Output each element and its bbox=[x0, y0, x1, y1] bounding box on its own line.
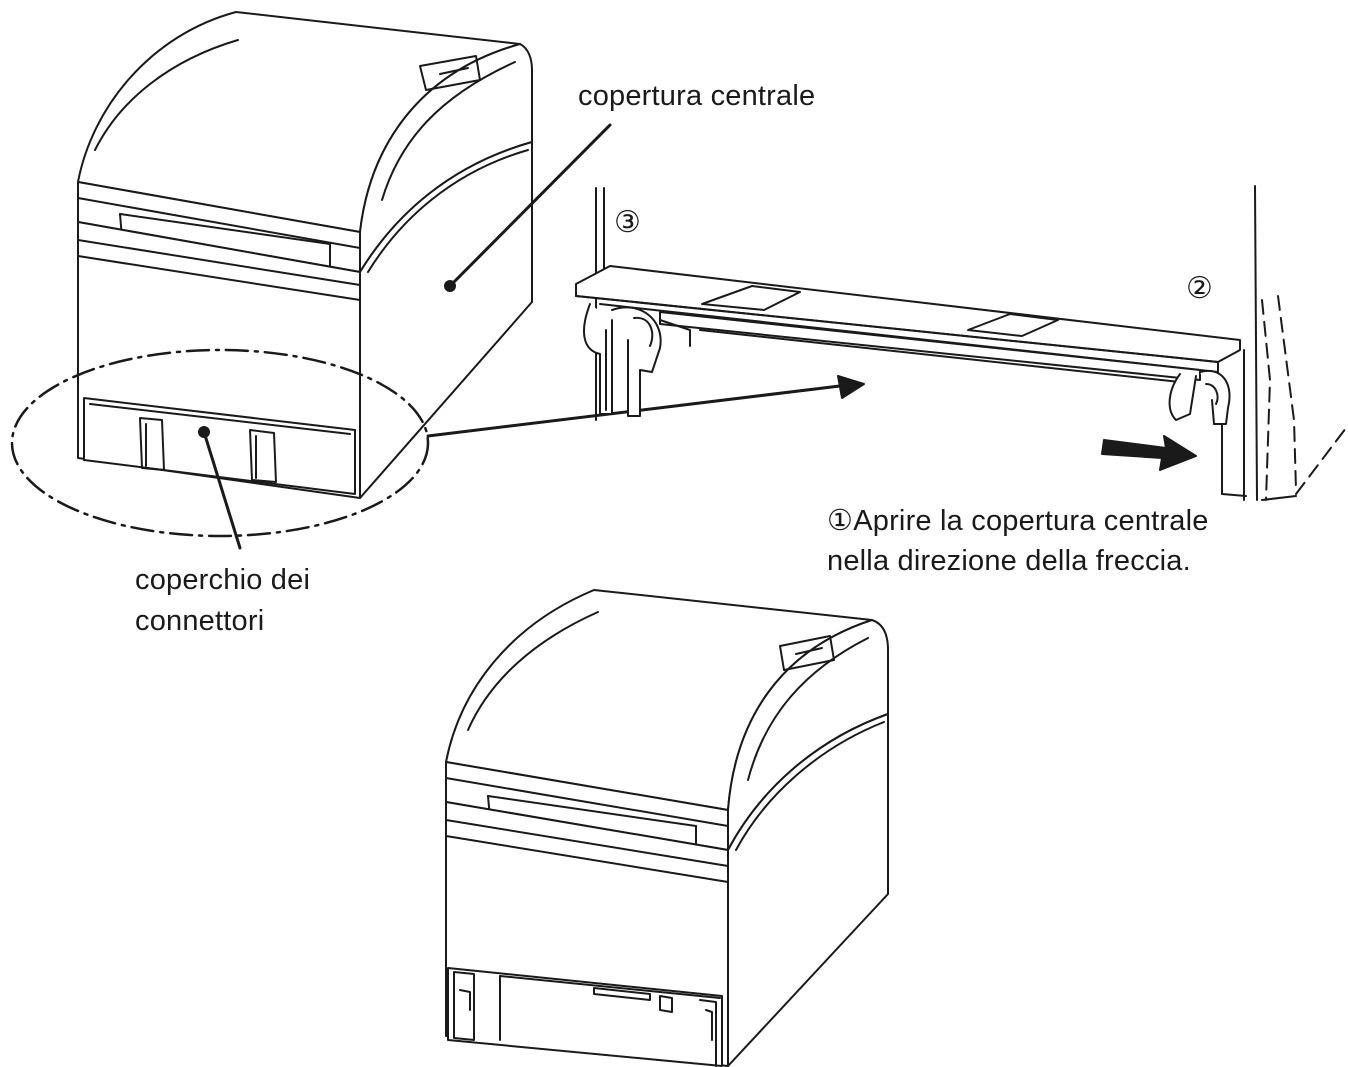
connector-cover-label-line2: connettori bbox=[135, 605, 265, 637]
printer-bottom-open-cover bbox=[445, 589, 889, 1067]
center-cover-label: copertura centrale bbox=[578, 80, 816, 112]
step1-instruction-line2: nella direzione della freccia. bbox=[827, 545, 1191, 577]
step2-marker: ② bbox=[1186, 272, 1214, 305]
direction-arrow-icon bbox=[1101, 435, 1197, 471]
center-cover-detail bbox=[575, 185, 1347, 501]
step1-instruction-line1: ①Aprire la copertura centrale bbox=[827, 505, 1209, 537]
connector-cover-label-line1: coperchio dei bbox=[135, 564, 311, 596]
step3-marker: ③ bbox=[614, 206, 642, 239]
printer-top-left bbox=[10, 11, 533, 538]
pointer-arrowhead-icon bbox=[837, 375, 865, 399]
